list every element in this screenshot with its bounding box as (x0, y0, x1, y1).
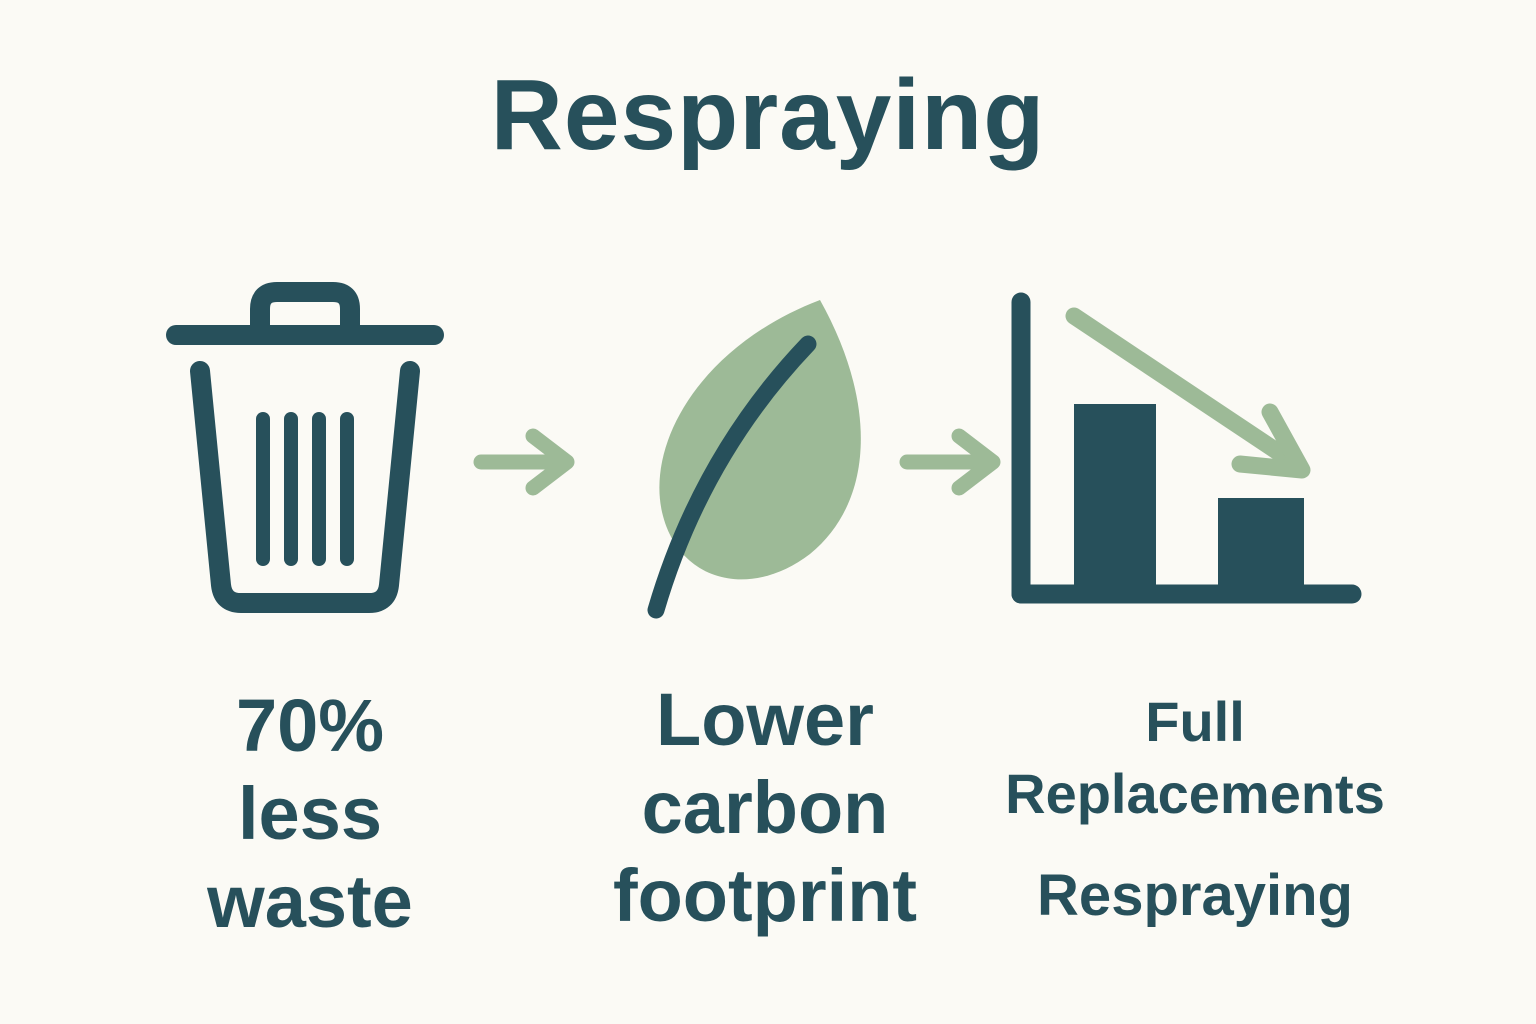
right-arrow-icon (898, 422, 1010, 502)
page-title: Respraying (490, 59, 1046, 171)
step-label-carbon: Lower carbon footprint (565, 676, 965, 940)
label-line: waste (207, 860, 413, 943)
trash-can-icon (160, 268, 450, 620)
step-label-replacements: Full Replacements Respraying (975, 686, 1415, 932)
label-line: 70% (235, 684, 385, 767)
label-line: Respraying (1037, 863, 1353, 928)
leaf-icon (628, 292, 890, 622)
declining-bar-chart-icon (1002, 292, 1364, 614)
label-line: Full (1145, 690, 1245, 753)
label-line: footprint (612, 854, 918, 937)
step-label-waste: 70% less waste (110, 682, 510, 946)
label-line: less (237, 772, 383, 855)
label-line: Replacements (1005, 762, 1385, 825)
label-line: Lower (656, 678, 874, 761)
label-line: carbon (641, 766, 889, 849)
right-arrow-icon (472, 422, 584, 502)
